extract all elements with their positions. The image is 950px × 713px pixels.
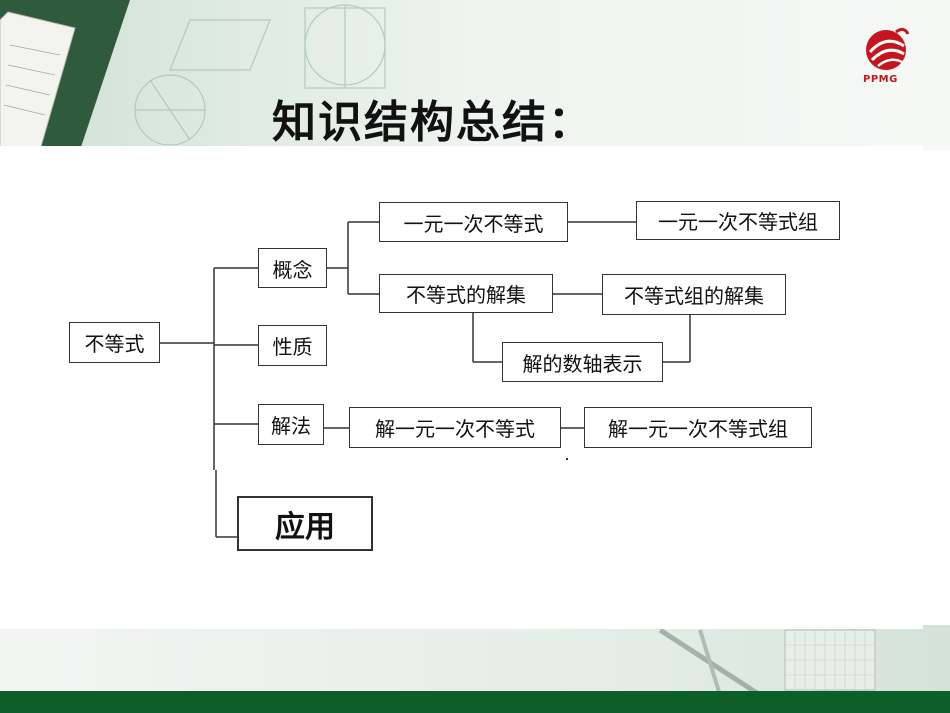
ppmg-logo-icon — [866, 27, 910, 70]
node-method: 解法 — [258, 404, 324, 445]
node-linear-inequality: 一元一次不等式 — [379, 202, 568, 242]
node-number-line: 解的数轴表示 — [502, 342, 663, 382]
node-root-inequality: 不等式 — [69, 322, 160, 363]
slide-title: 知识结构总结： — [272, 97, 594, 148]
stray-dot — [566, 458, 568, 460]
node-linear-inequality-system: 一元一次不等式组 — [636, 201, 840, 240]
node-solve-inequality-system: 解一元一次不等式组 — [584, 407, 812, 448]
logo-text: PPMG — [863, 74, 898, 85]
node-property: 性质 — [258, 325, 327, 366]
node-application: 应用 — [237, 496, 373, 551]
node-solve-inequality: 解一元一次不等式 — [349, 407, 561, 448]
bottom-accent-bar — [0, 691, 950, 713]
node-concept: 概念 — [258, 248, 327, 288]
node-solution-set: 不等式的解集 — [379, 274, 553, 313]
node-system-solution-set: 不等式组的解集 — [602, 274, 786, 315]
